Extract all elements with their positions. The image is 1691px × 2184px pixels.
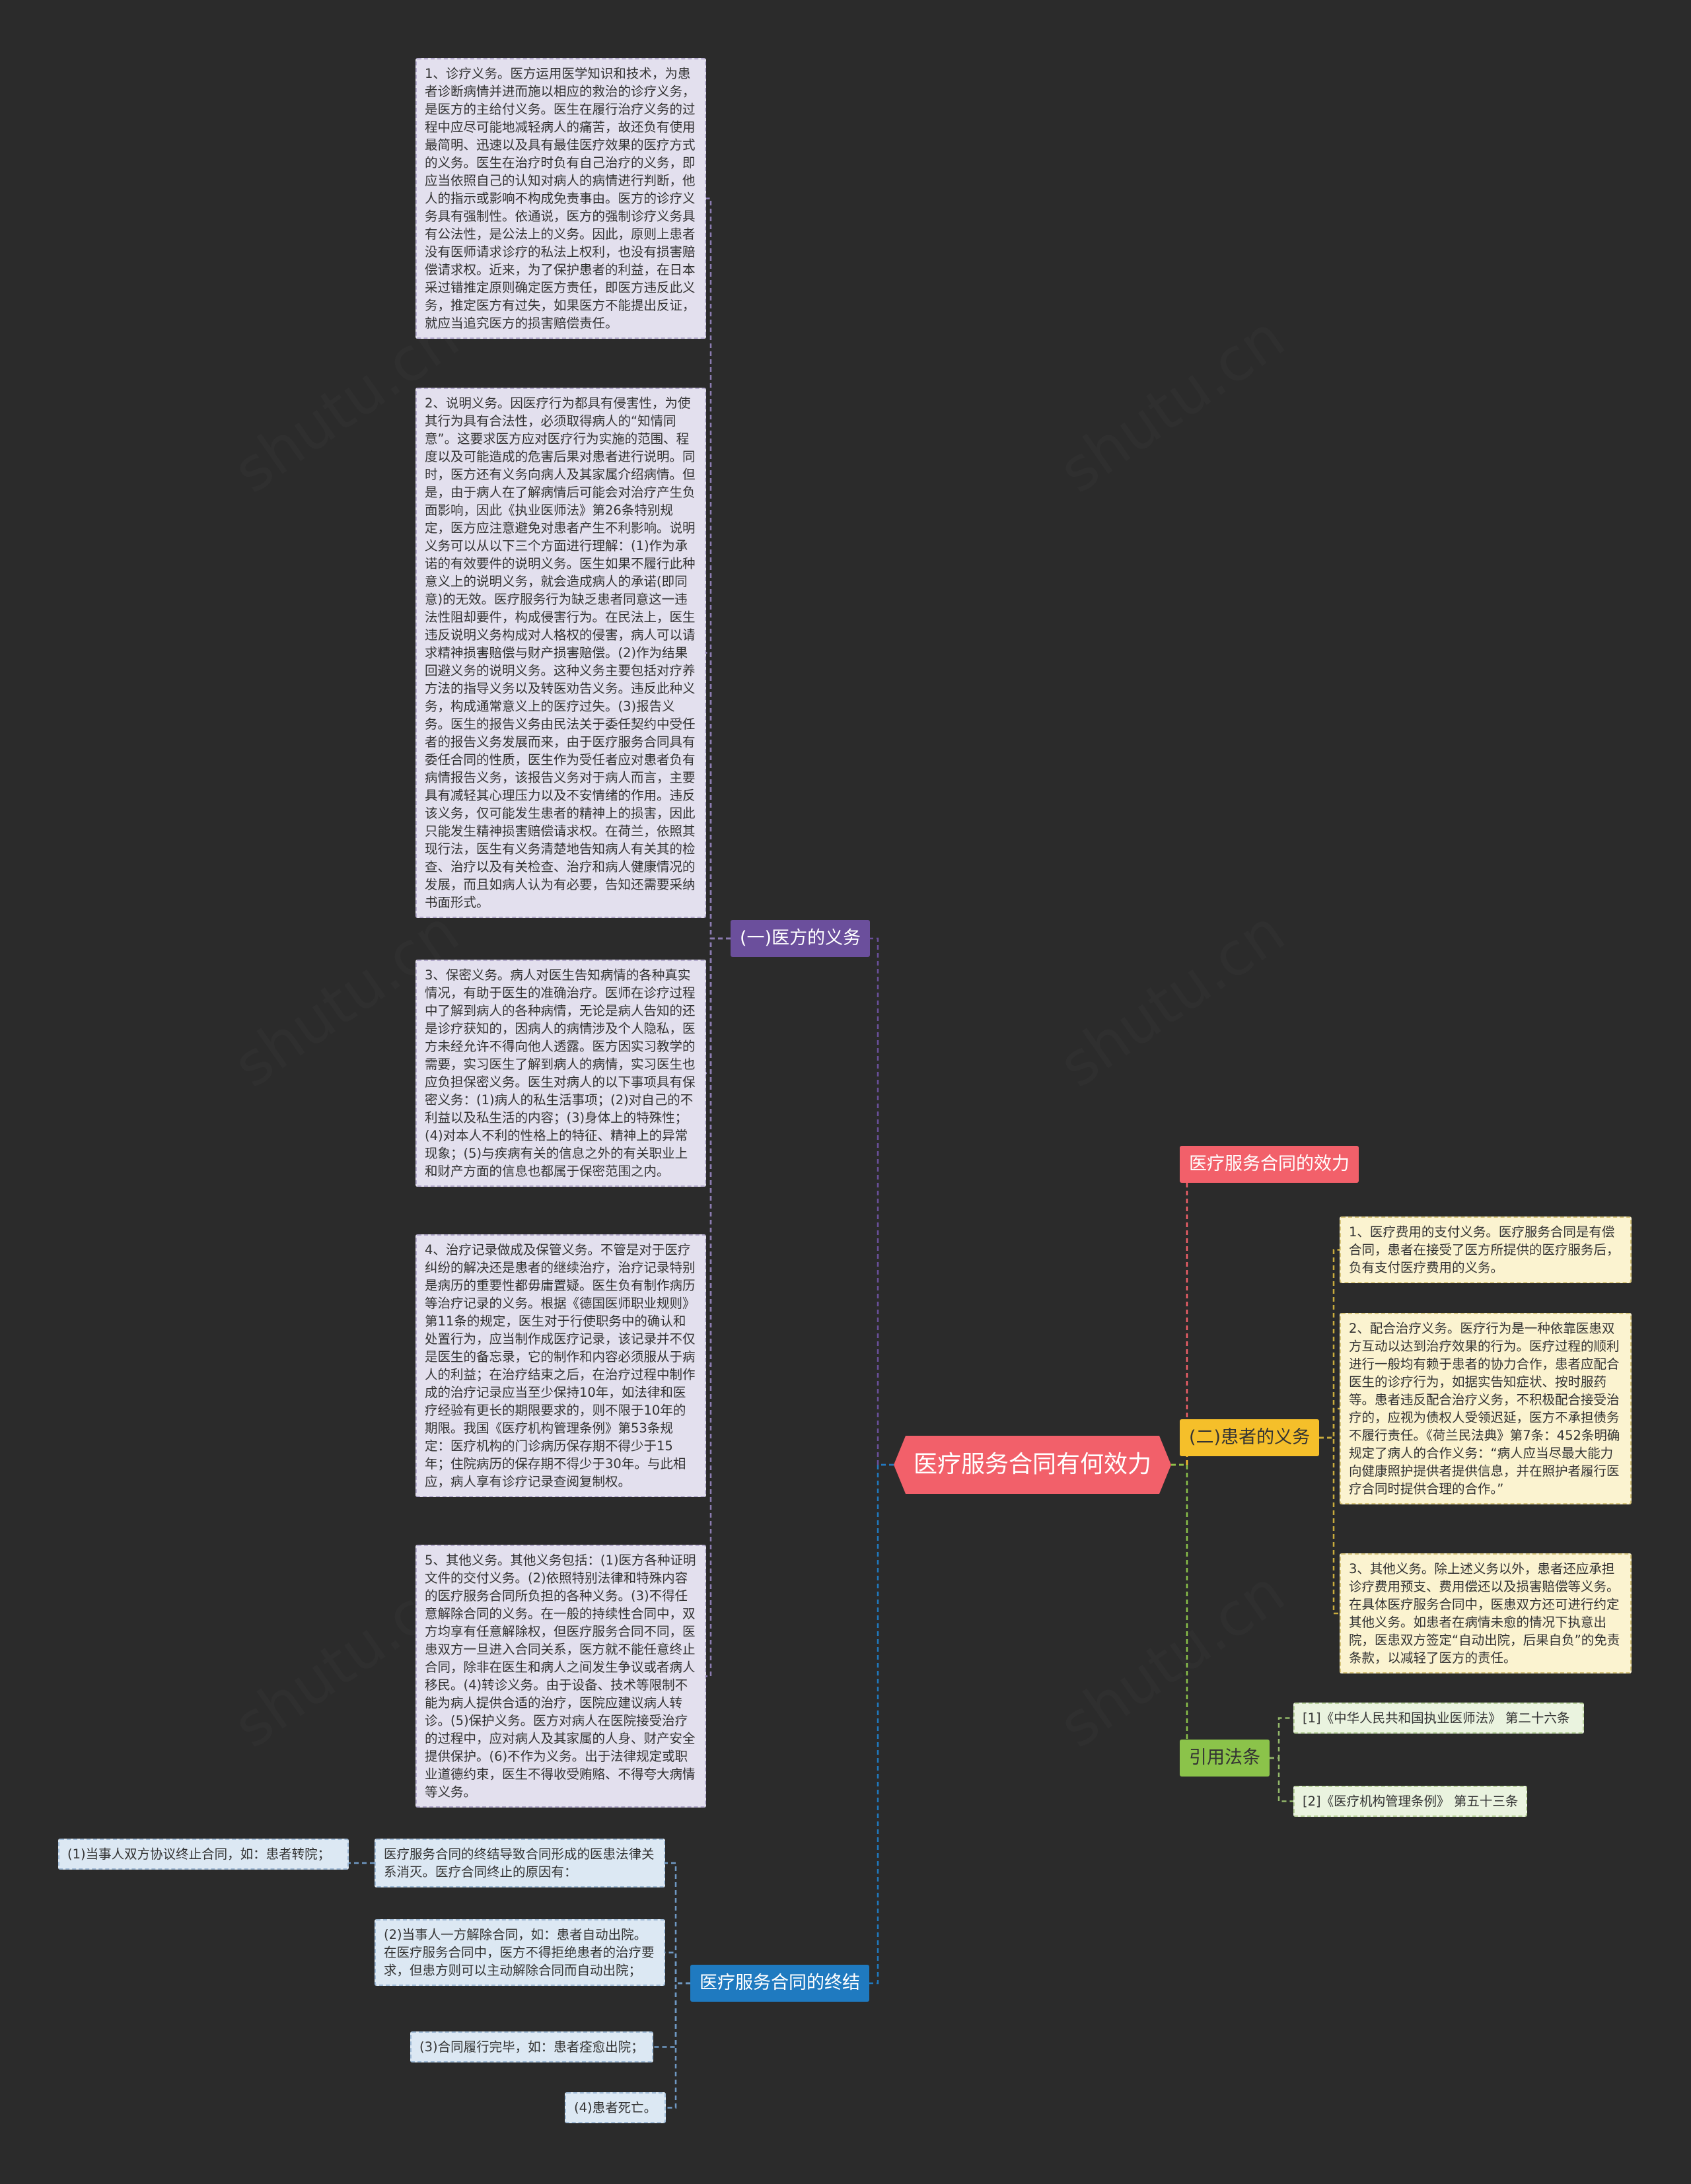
root-topic[interactable]: 医疗服务合同有何效力: [894, 1436, 1171, 1494]
leaf-connector: [1319, 1436, 1340, 1615]
patient-duty-payment[interactable]: 1、医疗费用的支付义务。医疗服务合同是有偿合同，患者在接受了医方所提供的医疗服务…: [1340, 1216, 1632, 1283]
leaf-connector: [1270, 1757, 1293, 1802]
leaf-connector: [706, 197, 731, 940]
doctor-duties-branch[interactable]: (一)医方的义务: [731, 920, 871, 957]
leaf-connector: [665, 1862, 690, 1985]
patient-duty-other[interactable]: 3、其他义务。除上述义务以外，患者还应承担诊疗费用预支、费用偿还以及损害赔偿等义…: [1340, 1553, 1632, 1673]
leaf-connector: [1319, 1249, 1340, 1439]
termination-reason-rescission[interactable]: (2)当事人一方解除合同，如：患者自动出院。在医疗服务合同中，医方不得拒绝患者的…: [375, 1919, 665, 1986]
cited-law-item[interactable]: [1]《中华人民共和国执业医师法》 第二十六条: [1293, 1703, 1584, 1734]
leaf-connector: [1319, 1407, 1340, 1439]
branch-connector: [869, 1463, 894, 1985]
termination-branch[interactable]: 医疗服务合同的终结: [690, 1965, 869, 2002]
doctor-duty-diagnosis[interactable]: 1、诊疗义务。医方运用医学知识和技术，为患者诊断病情并进而施以相应的救治的诊疗义…: [415, 58, 706, 339]
termination-reason-fulfilled[interactable]: (3)合同履行完毕，如：患者痊愈出院；: [410, 2031, 653, 2062]
doctor-duty-explanation[interactable]: 2、说明义务。因医疗行为都具有侵害性，为使其行为具有合法性，必须取得病人的“知情…: [415, 388, 706, 918]
doctor-duty-confidentiality[interactable]: 3、保密义务。病人对医生告知病情的各种真实情况，有助于医生的准确治疗。医师在诊疗…: [415, 960, 706, 1187]
leaf-connector: [653, 1982, 690, 2048]
leaf-connector: [706, 937, 731, 1367]
branch-connector: [1171, 1463, 1188, 1759]
doctor-duty-records[interactable]: 4、治疗记录做成及保管义务。不管是对于医疗纠纷的解决还是患者的继续治疗，治疗记录…: [415, 1234, 706, 1497]
cited-laws-branch[interactable]: 引用法条: [1180, 1740, 1270, 1777]
termination-intro[interactable]: 医疗服务合同的终结导致合同形成的医患法律关系消灭。医疗合同终止的原因有：: [375, 1839, 665, 1887]
leaf-connector: [706, 937, 731, 1677]
branch-connector: [870, 937, 894, 1466]
termination-reason-agreement[interactable]: (1)当事人双方协议终止合同，如：患者转院；: [58, 1839, 349, 1870]
cited-law-item[interactable]: [2]《医疗机构管理条例》 第五十三条: [1293, 1786, 1528, 1817]
leaf-connector: [666, 1982, 690, 2109]
termination-reason-death[interactable]: (4)患者死亡。: [565, 2092, 666, 2123]
leaf-connector: [665, 1952, 690, 1985]
leaf-connector: [706, 652, 731, 940]
leaf-connector: [1270, 1717, 1293, 1759]
leaf-connector: [706, 937, 731, 1074]
contract-effect-branch[interactable]: 医疗服务合同的效力: [1180, 1146, 1359, 1183]
patient-duties-branch[interactable]: (二)患者的义务: [1180, 1419, 1320, 1456]
doctor-duty-other[interactable]: 5、其他义务。其他义务包括：(1)医方各种证明文件的交付义务。(2)依照特别法律…: [415, 1545, 706, 1808]
patient-duty-cooperation[interactable]: 2、配合治疗义务。医疗行为是一种依靠医患双方互动以达到治疗效果的行为。医疗过程的…: [1340, 1313, 1632, 1504]
